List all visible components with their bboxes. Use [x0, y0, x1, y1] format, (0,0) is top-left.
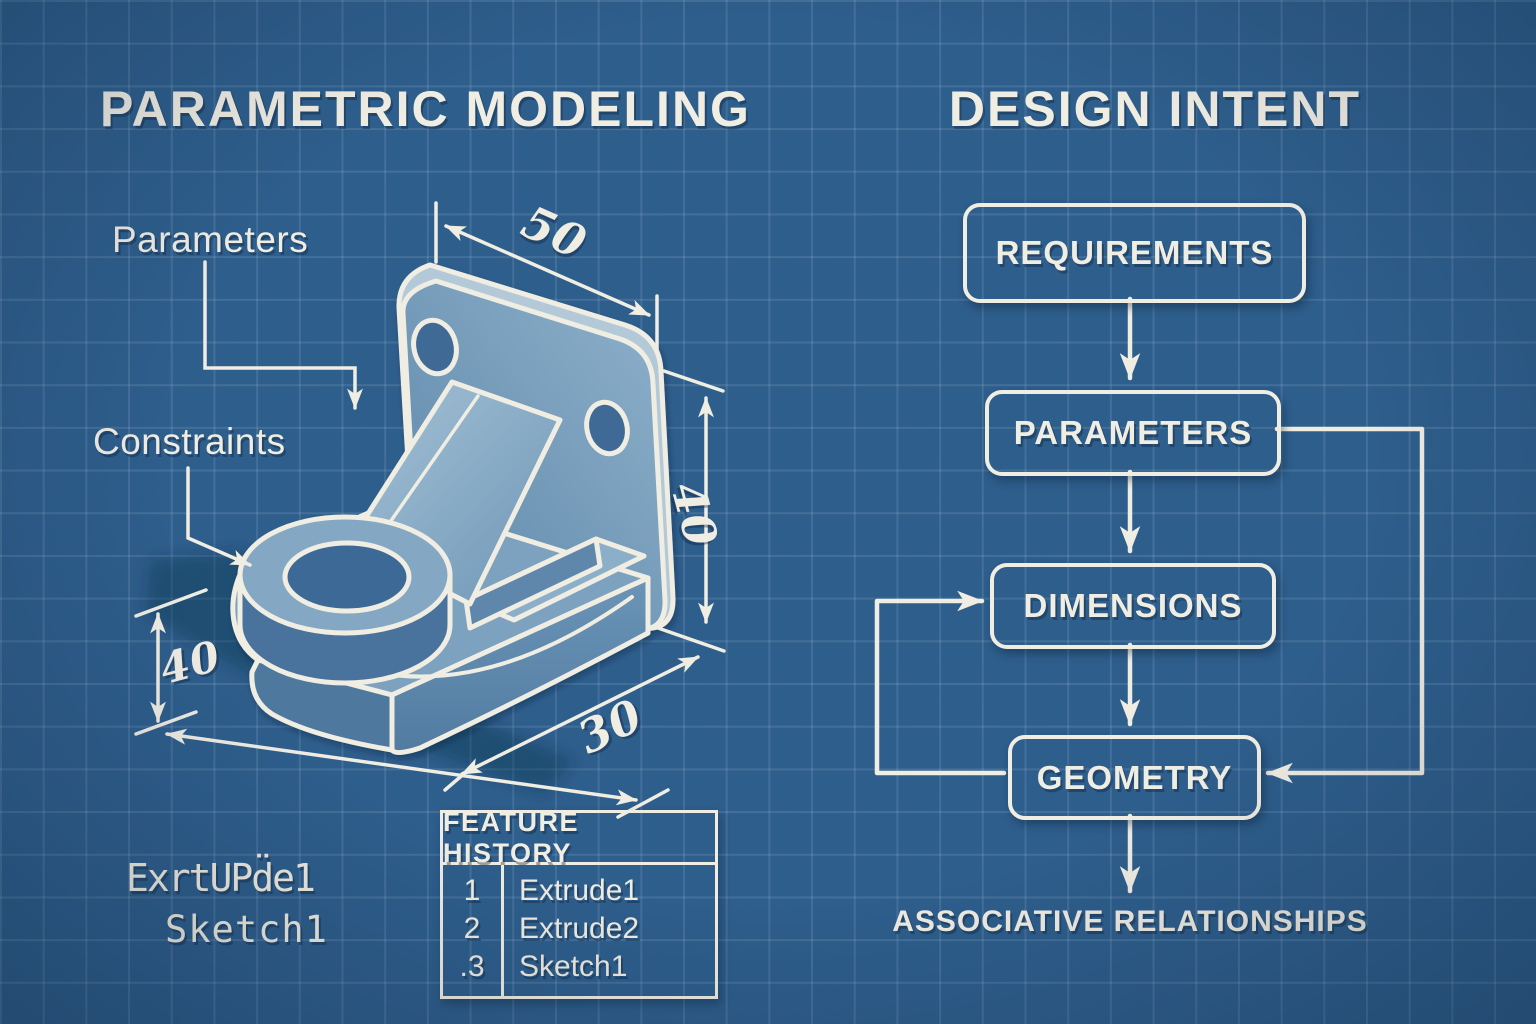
parameters-label: Parameters — [112, 219, 309, 260]
row-number: 1 — [463, 874, 481, 907]
flow-box-parameters: PARAMETERS — [985, 390, 1281, 476]
boss-hole — [282, 540, 412, 614]
plate-hole-right — [584, 399, 630, 457]
feedback-loop-right — [1265, 426, 1425, 784]
row-number: .3 — [459, 950, 485, 983]
feedback-loop-left — [874, 590, 1007, 776]
plate-hole-left — [411, 317, 459, 377]
table-row: 1 Extrude1 — [443, 872, 715, 910]
feature-history-table: FEATURE HISTORY 1 Extrude1 2 Extrude2 .3… — [440, 807, 718, 999]
flow-box-dimensions: DIMENSIONS — [990, 563, 1276, 649]
annotation-extrude1: ExrtUPd̈e1 — [126, 856, 316, 900]
base-step-front — [463, 536, 603, 631]
annotation-sketch1: Sketch1 — [165, 908, 328, 951]
row-feature-name: Extrude2 — [519, 912, 640, 945]
table-row: .3 Sketch1 — [443, 948, 715, 986]
dim-width-lines — [434, 201, 659, 354]
dimension-lines — [134, 201, 726, 819]
parameters-leader-line — [203, 260, 363, 410]
row-number: 2 — [463, 912, 481, 945]
constraints-leader-line — [186, 466, 252, 567]
table-row: 2 Extrude2 — [443, 910, 715, 948]
table-column-divider — [501, 865, 504, 996]
right-panel-title: DESIGN INTENT — [948, 81, 1362, 137]
flowchart-connectors — [874, 296, 1425, 894]
left-panel-title: PARAMETRIC MODELING — [100, 81, 751, 137]
feature-history-title: FEATURE HISTORY — [443, 807, 715, 868]
flow-box-requirements: REQUIREMENTS — [963, 203, 1306, 303]
row-feature-name: Extrude1 — [519, 874, 640, 907]
flow-box-geometry: GEOMETRY — [1008, 735, 1261, 820]
dim-height-lines — [656, 369, 726, 653]
row-feature-name: Sketch1 — [519, 950, 628, 983]
associative-relationships-caption: ASSOCIATIVE RELATIONSHIPS — [892, 905, 1368, 938]
constraints-label: Constraints — [93, 421, 286, 462]
